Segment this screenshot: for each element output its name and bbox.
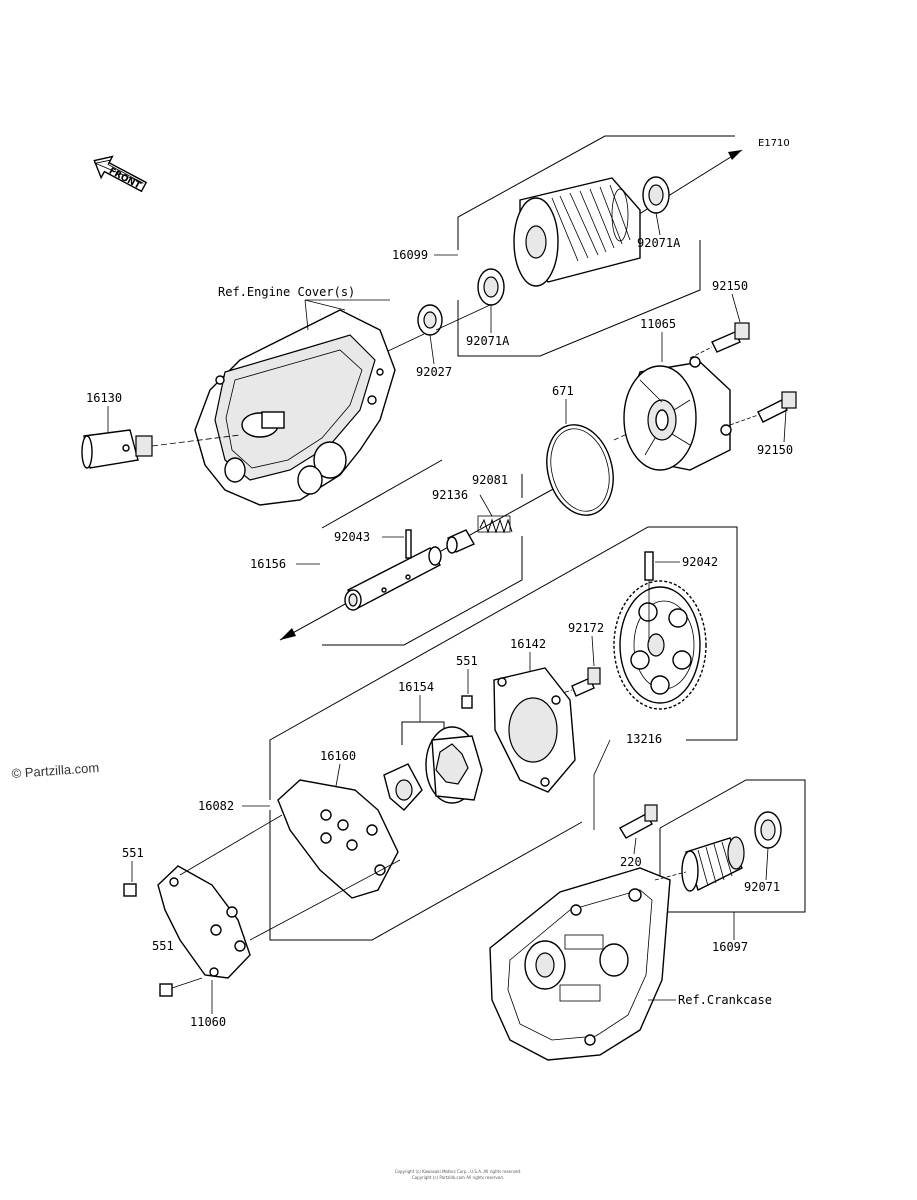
- part-label-92042: 92042: [682, 555, 718, 569]
- part-label-16099: 16099: [392, 248, 428, 262]
- oil-filter-16099: [513, 177, 641, 287]
- relief-valve-group: [279, 459, 556, 646]
- part-label-92071a-bottom: 92071A: [466, 334, 510, 348]
- seal-92027: [417, 304, 443, 336]
- ref-crankcase-label: Ref.Crankcase: [678, 993, 772, 1007]
- pin-92042: [644, 551, 654, 642]
- valve-16156: [344, 546, 442, 611]
- part-label-92081: 92081: [472, 473, 508, 487]
- part-label-16154: 16154: [398, 680, 434, 694]
- part-label-551-bottom: 551: [152, 939, 174, 953]
- part-label-92150-bottom: 92150: [757, 443, 793, 457]
- dowel-551-left: [123, 883, 137, 897]
- seal-92071a-bottom: [477, 268, 505, 306]
- oil-pump-group: [269, 526, 738, 941]
- crankcase-ref: [489, 867, 687, 1061]
- part-label-16130: 16130: [86, 391, 122, 405]
- front-arrow-icon: FRONT: [93, 155, 148, 193]
- part-label-92136: 92136: [432, 488, 468, 502]
- gear-13216: [613, 580, 707, 710]
- part-label-16160: 16160: [320, 749, 356, 763]
- gasket-11060: [157, 865, 251, 979]
- dowel-551-bottom: [159, 977, 203, 997]
- engine-cover-ref: [194, 299, 396, 506]
- part-label-16082: 16082: [198, 799, 234, 813]
- pin-92043: [405, 529, 412, 559]
- part-label-16156: 16156: [250, 557, 286, 571]
- footer-line-2: Copyright (c) Partzilla.com All rights r…: [412, 1175, 504, 1180]
- part-label-92071: 92071: [744, 880, 780, 894]
- pump-body-16142: [493, 667, 576, 793]
- part-label-11065: 11065: [640, 317, 676, 331]
- pipe-16130: [81, 429, 241, 469]
- bolt-220: [593, 739, 658, 839]
- part-label-16142: 16142: [510, 637, 546, 651]
- part-label-220: 220: [620, 855, 642, 869]
- diagram-code: E1710: [758, 138, 790, 149]
- part-label-92150-top: 92150: [712, 279, 748, 293]
- rotors-16154: [383, 721, 483, 811]
- plate-16160: [277, 779, 399, 899]
- part-label-92172: 92172: [568, 621, 604, 635]
- part-label-13216: 13216: [626, 732, 662, 746]
- spring-92081: [477, 515, 513, 534]
- part-label-92043: 92043: [334, 530, 370, 544]
- strainer-16097: [681, 836, 745, 892]
- ref-engine-cover-label: Ref.Engine Cover(s): [218, 285, 355, 299]
- seal-92071: [754, 811, 782, 849]
- part-label-92027: 92027: [416, 365, 452, 379]
- o-ring-671: [546, 424, 614, 516]
- part-label-11060: 11060: [190, 1015, 226, 1029]
- part-label-551-top: 551: [456, 654, 478, 668]
- part-label-92071a-top: 92071A: [637, 236, 681, 250]
- front-label: FRONT: [107, 166, 143, 191]
- copyright-watermark: © Partzilla.com: [11, 760, 99, 781]
- seal-92071a-top: [642, 176, 670, 214]
- part-label-551-left: 551: [122, 846, 144, 860]
- footer-line-1: Copyright (c) Kawasaki Motors Corp., U.S…: [395, 1169, 522, 1174]
- bolt-92150-top: [689, 322, 750, 359]
- cover-11065: [623, 356, 732, 471]
- dowel-551-top: [461, 695, 473, 709]
- collar-92136: [446, 529, 475, 554]
- bolt-92150-bottom: [729, 391, 797, 426]
- part-label-16097: 16097: [712, 940, 748, 954]
- part-label-671: 671: [552, 384, 574, 398]
